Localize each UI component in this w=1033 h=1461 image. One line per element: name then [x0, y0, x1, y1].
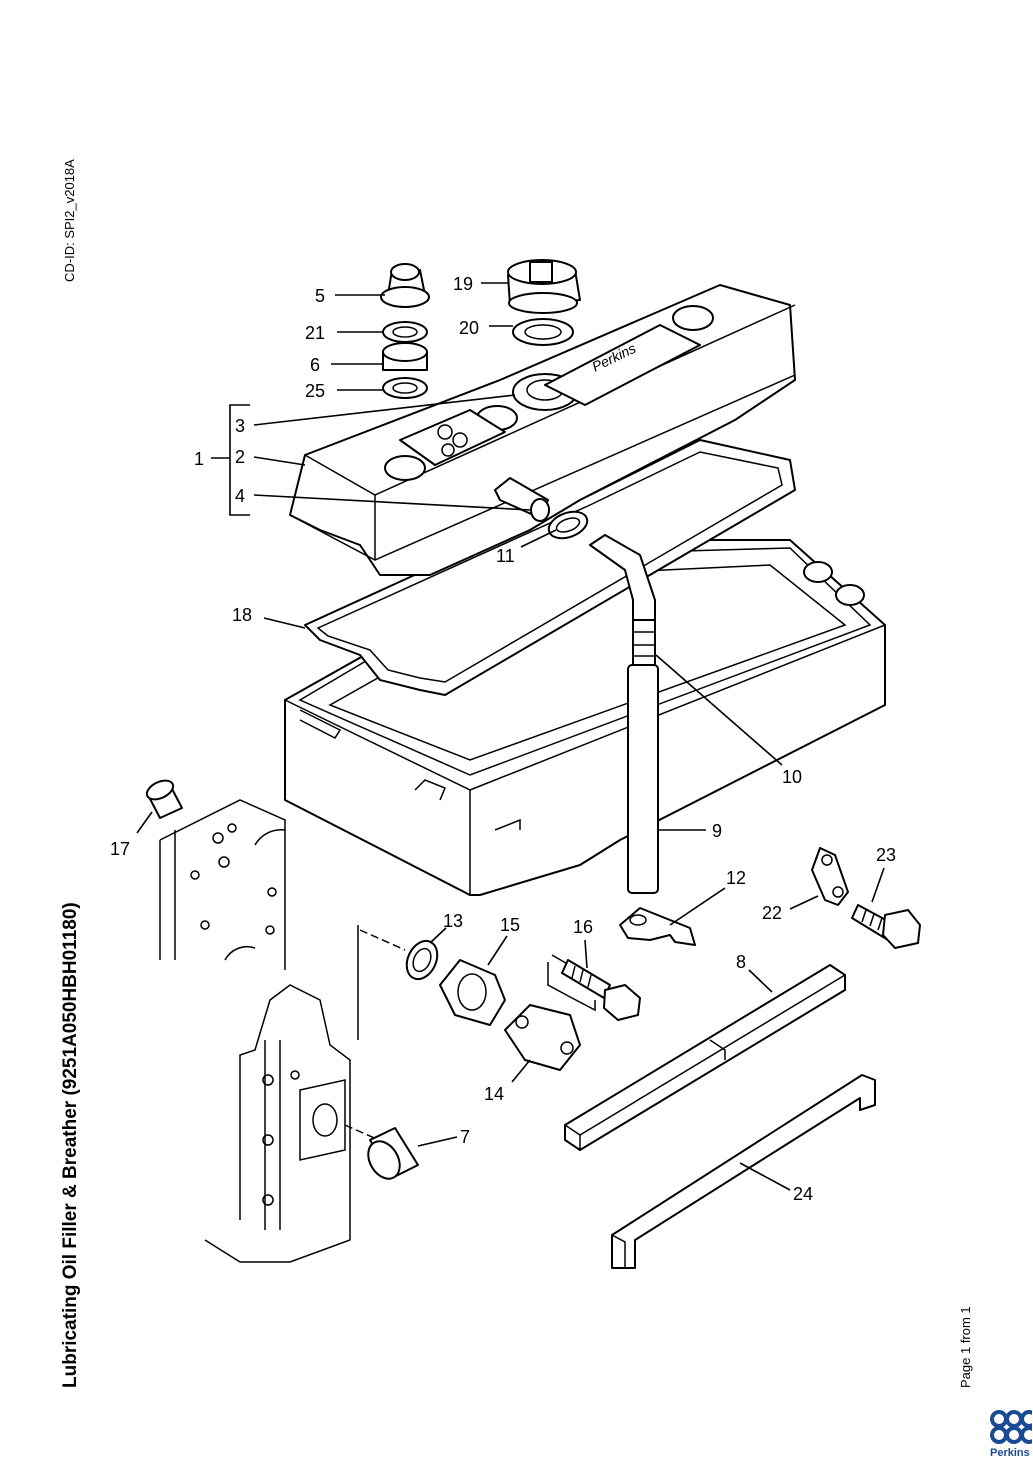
leader-3 — [253, 394, 516, 426]
leader-12 — [669, 887, 726, 926]
callout-9: 9 — [712, 821, 722, 841]
callout-14: 14 — [484, 1084, 504, 1104]
leader-22 — [789, 895, 819, 910]
leader-11 — [520, 529, 557, 548]
cover-plate-14 — [504, 1004, 581, 1071]
leader-15 — [487, 935, 508, 966]
callout-10: 10 — [782, 767, 802, 787]
leader-4 — [253, 494, 531, 511]
seal-13 — [405, 939, 439, 981]
sealing-plug-17 — [145, 779, 183, 819]
bolt-23 — [851, 904, 921, 949]
perkins-logo-icon — [990, 1410, 1032, 1444]
callout-5: 5 — [315, 286, 325, 306]
callout-17: 17 — [110, 839, 130, 859]
callout-19: 19 — [453, 274, 473, 294]
callout-8: 8 — [736, 952, 746, 972]
callout-24: 24 — [793, 1184, 813, 1204]
callout-1: 1 — [194, 449, 204, 469]
callout-18: 18 — [232, 605, 252, 625]
brand-name: Perkins — [990, 1447, 1030, 1459]
bolt-16 — [547, 954, 641, 1021]
leader-10 — [655, 654, 783, 766]
leader-16 — [584, 939, 588, 969]
hose-clip — [547, 510, 589, 540]
oil-filler-cap — [507, 259, 581, 314]
callout-25: 25 — [305, 381, 325, 401]
callout-21: 21 — [305, 323, 325, 343]
callout-20: 20 — [459, 318, 479, 338]
timing-case-fragment — [159, 799, 286, 970]
rear-frame-fragment — [204, 925, 406, 1263]
leader-14 — [511, 1059, 531, 1083]
breather-stack — [380, 263, 430, 399]
rocker-cover-gasket — [304, 439, 796, 696]
filler-cap-seal — [512, 318, 574, 346]
leader-17 — [136, 811, 153, 834]
leader-8 — [748, 969, 773, 993]
leader-24 — [739, 1162, 791, 1191]
leader-2 — [253, 456, 306, 466]
callout-23: 23 — [876, 845, 896, 865]
callout-bracket-1 — [229, 404, 250, 516]
callout-15: 15 — [500, 915, 520, 935]
callout-6: 6 — [310, 355, 320, 375]
callout-11: 11 — [496, 546, 515, 566]
breather-pipe — [627, 664, 659, 894]
callout-22: 22 — [762, 903, 782, 923]
callout-3: 3 — [235, 416, 245, 436]
leader-23 — [871, 867, 885, 903]
callout-16: 16 — [573, 917, 593, 937]
breather-hose — [589, 534, 656, 666]
clip-22 — [811, 847, 849, 906]
callout-4: 4 — [235, 486, 245, 506]
gasket-15 — [439, 959, 506, 1026]
leader-18 — [263, 617, 306, 629]
rail-8 — [564, 964, 846, 1151]
callout-7: 7 — [460, 1127, 470, 1147]
callout-12: 12 — [726, 868, 746, 888]
seal-7 — [367, 1127, 419, 1180]
pipe-clamp-12 — [619, 907, 696, 946]
callout-13: 13 — [443, 911, 463, 931]
bar-24 — [611, 1074, 876, 1269]
leader-7 — [417, 1136, 458, 1147]
leader-13 — [429, 927, 447, 944]
rocker-cover: Perkins — [289, 284, 796, 576]
callout-2: 2 — [235, 447, 245, 467]
